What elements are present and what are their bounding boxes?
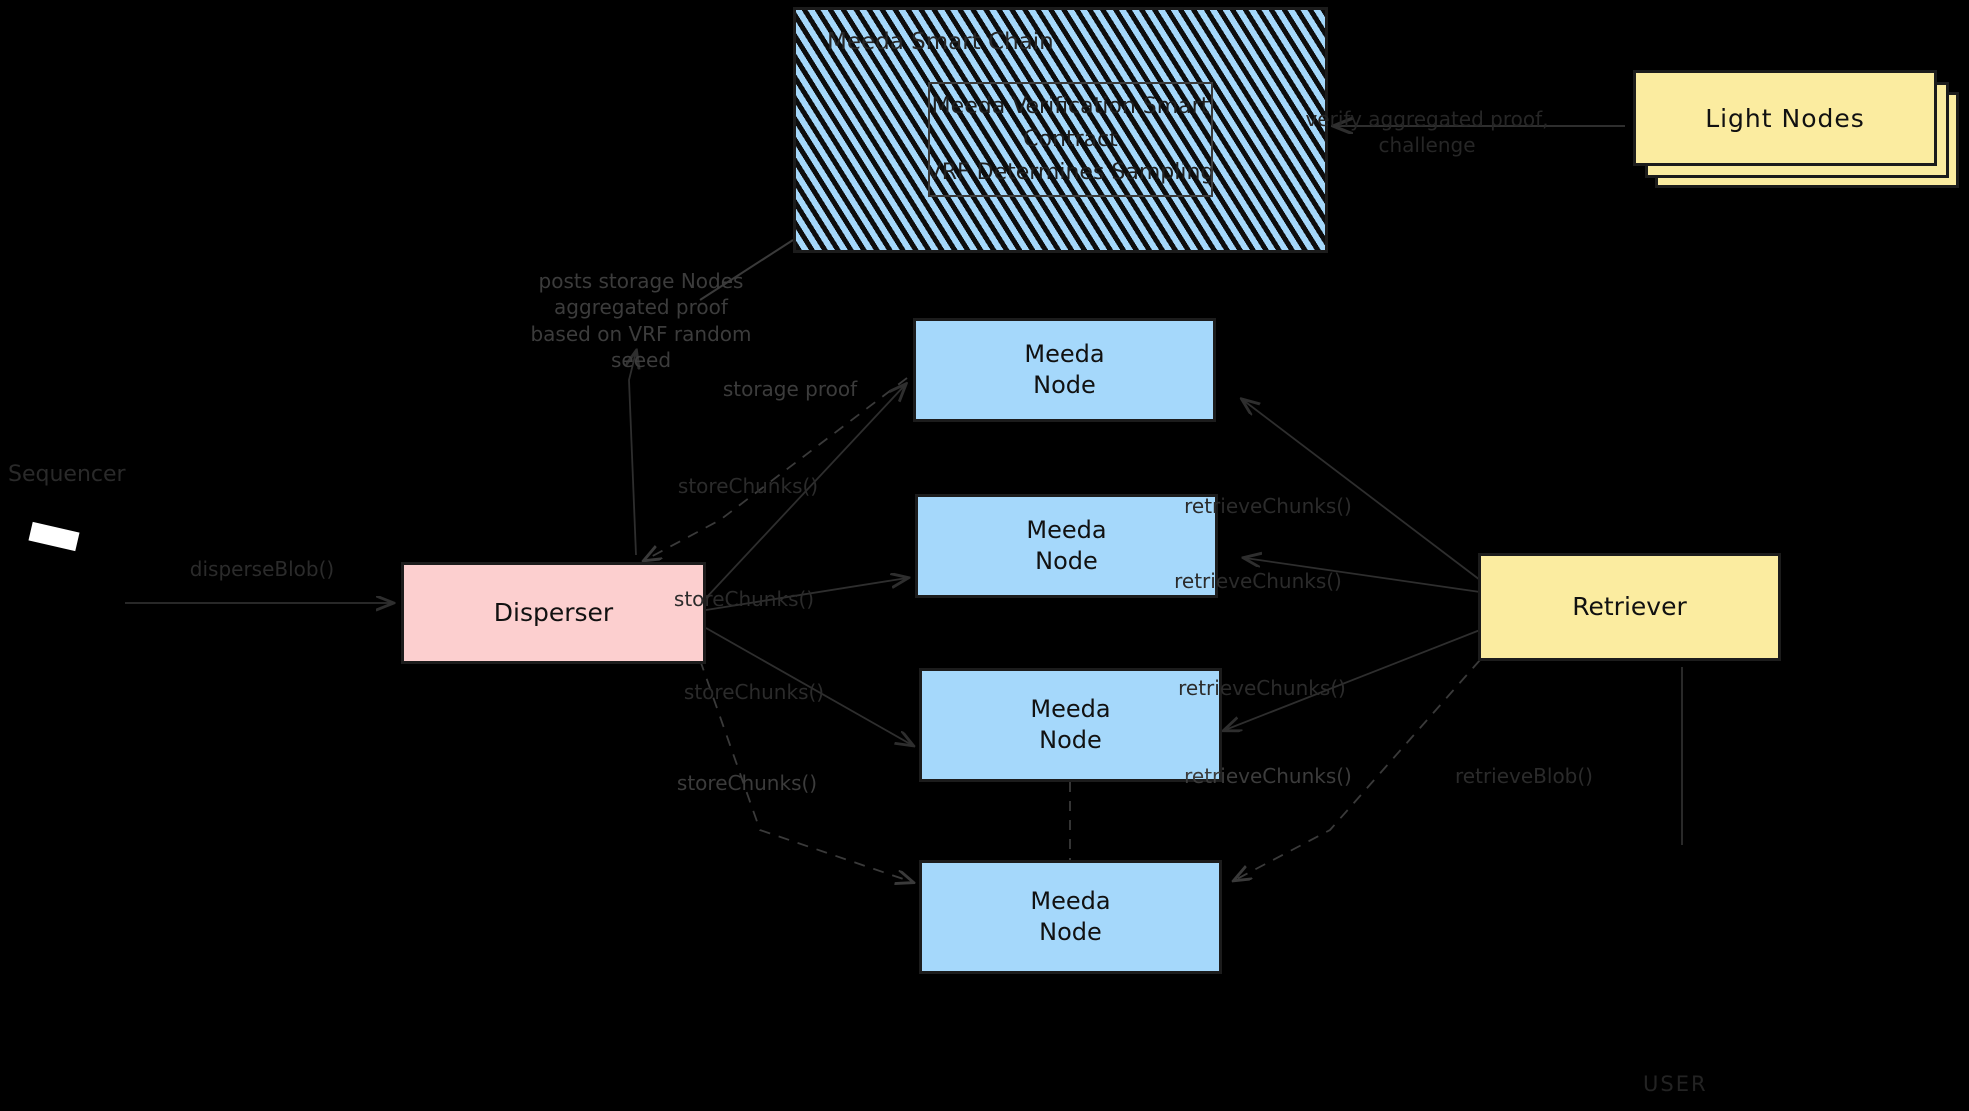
wire-store-chunks-3 <box>705 627 912 745</box>
wire-store-chunks-2 <box>705 578 907 611</box>
meeda-node-1[interactable]: Meeda Node <box>913 318 1216 422</box>
sequencer-icon <box>28 521 80 552</box>
disperser-box[interactable]: Disperser <box>401 562 706 664</box>
sequencer-label: Sequencer <box>8 462 126 487</box>
meeda-node-2-label: Meeda Node <box>1026 516 1107 575</box>
contract-line-3: VRF Determines Sampling <box>928 160 1213 185</box>
edge-label-disperse-blob: disperseBlob() <box>189 557 335 581</box>
wire-retrieve-chunks-1 <box>1243 400 1481 581</box>
disperser-label: Disperser <box>493 598 614 627</box>
retriever-box[interactable]: Retriever <box>1478 553 1781 661</box>
edge-label-posts-proof: posts storage Nodes aggregated proof bas… <box>530 269 752 373</box>
wire-posts-proof <box>629 352 636 556</box>
meeda-node-3[interactable]: Meeda Node <box>919 668 1222 782</box>
wire-retrieve-chunks-4 <box>1235 659 1481 880</box>
verification-contract-box[interactable]: Meeda Verification Smart Contract VRF De… <box>928 82 1213 197</box>
meeda-node-4[interactable]: Meeda Node <box>919 860 1222 974</box>
wire-retrieve-chunks-2 <box>1245 558 1481 593</box>
retriever-label: Retriever <box>1572 592 1687 621</box>
contract-line-2: Contract <box>1023 127 1118 152</box>
edge-label-store-chunks-4: storeChunks() <box>676 771 818 795</box>
light-nodes-label: Light Nodes <box>1705 103 1865 133</box>
chain-title: Meeda Smart Chain <box>827 29 1054 55</box>
edge-label-store-chunks-3: storeChunks() <box>683 680 825 704</box>
meeda-node-3-label: Meeda Node <box>1030 695 1111 754</box>
wire-store-chunks-4 <box>699 659 912 882</box>
edge-label-storage-proof: storage proof <box>722 377 858 401</box>
meeda-node-2[interactable]: Meeda Node <box>915 494 1218 598</box>
wire-store-chunks-1 <box>705 385 905 599</box>
edge-label-store-chunks-1: storeChunks() <box>677 474 819 498</box>
wire-storage-proof <box>645 377 908 560</box>
meeda-smart-chain-box[interactable]: Meeda Smart Chain Meeda Verification Sma… <box>793 7 1328 253</box>
light-nodes-card-front[interactable]: Light Nodes <box>1633 70 1937 166</box>
wire-retrieve-chunks-3 <box>1225 629 1481 730</box>
meeda-node-4-label: Meeda Node <box>1030 887 1111 946</box>
wire-chain-to-disperser <box>699 239 794 301</box>
edge-label-verify-challenge: verify aggregated proof, challenge <box>1305 107 1549 158</box>
user-label: USER <box>1643 1072 1708 1096</box>
meeda-node-1-label: Meeda Node <box>1024 340 1105 399</box>
edge-label-retrieve-blob: retrieveBlob() <box>1455 764 1593 788</box>
contract-line-1: Meeda Verification Smart <box>931 94 1210 119</box>
